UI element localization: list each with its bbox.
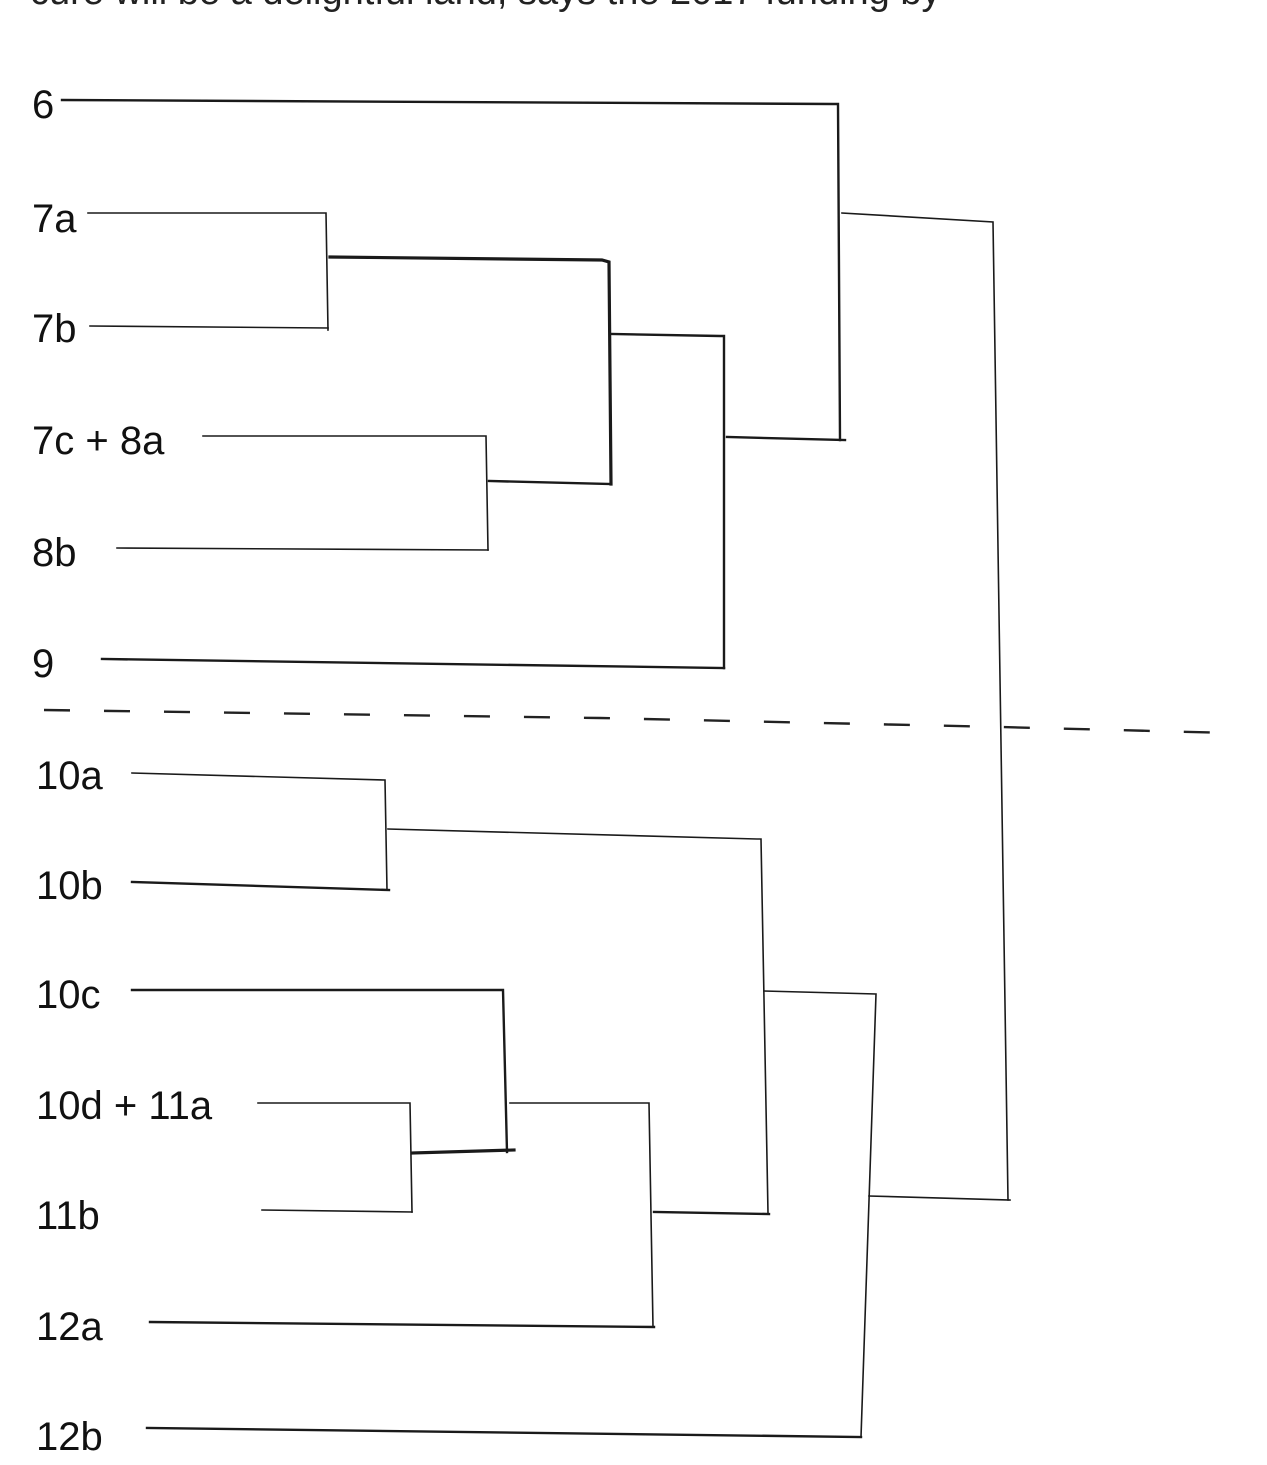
branch-9	[100, 657, 726, 670]
branch-10d11b-join	[411, 1148, 516, 1155]
leaf-label-7c-8a: 7c + 8a	[32, 419, 165, 463]
branch-79-join	[725, 435, 847, 442]
branch-7c8b-join	[487, 479, 613, 486]
branch-lower-clade	[868, 1195, 1011, 1201]
branch-7c-8a	[202, 435, 489, 551]
leaf-label-9: 9	[32, 642, 54, 686]
branch-7b	[89, 325, 329, 329]
branch-11b	[261, 1209, 413, 1213]
branch-10c12a-join	[652, 1210, 771, 1216]
leaf-label-10b: 10b	[36, 864, 103, 908]
branch-10a	[131, 772, 388, 891]
branch-upper-clade	[841, 212, 1009, 1201]
branch-10c	[130, 988, 509, 1154]
branch-7ab-join	[328, 255, 613, 486]
branch-7a	[87, 212, 329, 331]
leaf-label-10a: 10a	[36, 754, 103, 798]
branch-10b	[130, 880, 391, 892]
branch-78-join	[609, 332, 726, 670]
leaf-label-10c: 10c	[36, 973, 101, 1017]
cropped-header-text: cure will be a delightful land, says the…	[30, 0, 940, 13]
leaf-label-8b: 8b	[32, 531, 77, 575]
branch-12b	[145, 1426, 863, 1439]
branch-10ab-join	[387, 828, 769, 1214]
leaf-label-7b: 7b	[32, 307, 77, 351]
leaf-label-12b: 12b	[36, 1415, 103, 1459]
branch-12a	[148, 1320, 656, 1329]
branch-6	[60, 98, 842, 442]
branch-10d-11a	[257, 1102, 413, 1213]
branch-lower-join	[763, 990, 877, 1438]
leaf-label-6: 6	[32, 83, 54, 127]
leaf-label-7a: 7a	[32, 197, 77, 241]
branch-10c11b-join	[509, 1102, 654, 1328]
branch-8b	[116, 547, 489, 551]
leaf-label-12a: 12a	[36, 1305, 103, 1349]
leaf-label-11b: 11b	[36, 1194, 100, 1238]
leaf-label-10d-11a: 10d + 11a	[36, 1084, 213, 1128]
cut-line-dashed	[43, 708, 1231, 735]
